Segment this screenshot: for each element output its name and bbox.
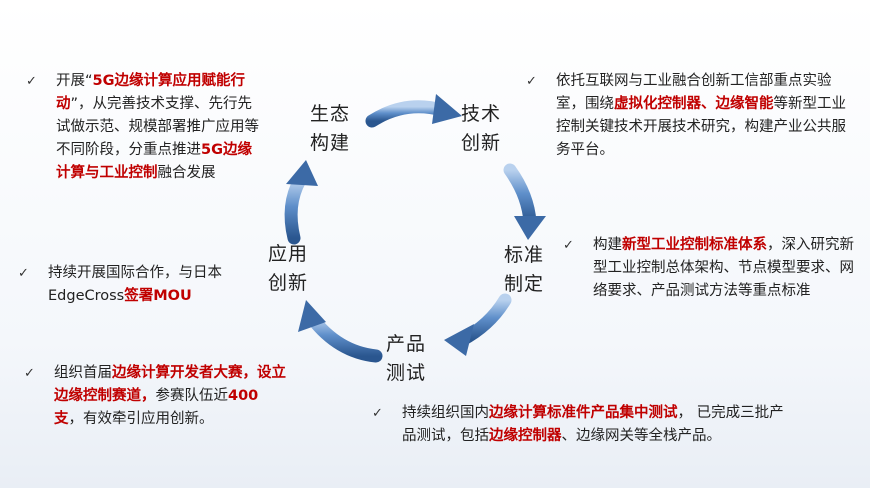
bullet-standard-system: ✓ 构建新型工业控制标准体系，深入研究新型工业控制总体架构、节点模型要求、网络要… bbox=[563, 234, 859, 303]
check-icon: ✓ bbox=[24, 366, 35, 381]
arrow-app-to-ecology bbox=[284, 160, 318, 245]
node-app: 应用 创新 bbox=[268, 243, 309, 294]
check-icon: ✓ bbox=[372, 406, 383, 421]
check-icon: ✓ bbox=[526, 74, 537, 89]
bullet-lab-research: ✓ 依托互联网与工业融合创新工信部重点实验室，围绕虚拟化控制器、边缘智能等新型工… bbox=[526, 70, 852, 162]
arrow-ecology-to-tech bbox=[365, 94, 462, 128]
bullet-product-testing: ✓ 持续组织国内边缘计算标准件产品集中测试， 已完成三批产品测试，包括边缘控制器… bbox=[372, 402, 792, 448]
check-icon: ✓ bbox=[563, 238, 574, 253]
node-test: 产品 测试 bbox=[386, 333, 427, 384]
arrow-tech-to-standard bbox=[503, 163, 546, 240]
node-tech: 技术 创新 bbox=[461, 103, 502, 154]
check-icon: ✓ bbox=[26, 74, 37, 89]
bullet-international-cooperation: ✓ 持续开展国际合作，与日本EdgeCross签署MOU bbox=[18, 262, 266, 308]
node-ecology: 生态 构建 bbox=[310, 103, 351, 154]
arrow-standard-to-test bbox=[444, 293, 512, 356]
bullet-5g-edge-action: ✓ 开展“5G边缘计算应用赋能行动”，从完善技术支撑、先行先试做示范、规模部署推… bbox=[26, 70, 262, 185]
arrow-test-to-app bbox=[298, 300, 383, 363]
check-icon: ✓ bbox=[18, 266, 29, 281]
node-standard: 标准 制定 bbox=[504, 244, 545, 295]
bullet-developer-contest: ✓ 组织首届边缘计算开发者大赛，设立边缘控制赛道，参赛队伍近400支，有效牵引应… bbox=[24, 362, 286, 431]
